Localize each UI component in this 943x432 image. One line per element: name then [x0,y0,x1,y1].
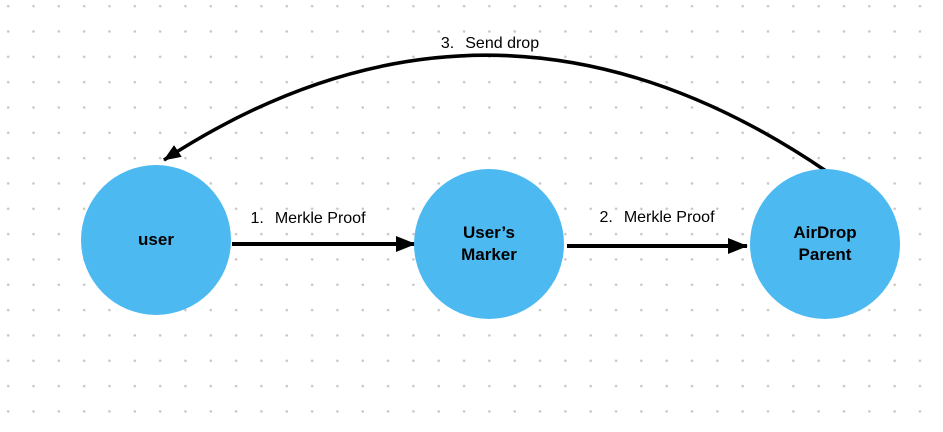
node-user-label: user [138,229,174,249]
node-users-marker[interactable]: User’s Marker [414,169,564,319]
edge-label-merkle-proof-1[interactable]: 1. Merkle Proof [250,210,365,228]
edge-label-text: Merkle Proof [623,209,715,226]
node-user[interactable]: user [81,165,231,315]
edge-label-text: Merkle Proof [274,210,366,227]
edge-label-merkle-proof-2[interactable]: 2. Merkle Proof [599,209,714,227]
edge-label-text: Send drop [465,35,540,52]
node-airdrop-parent[interactable]: AirDrop Parent [750,169,900,319]
edge-number: 2. [599,209,613,226]
arrow-send-drop[interactable] [163,53,827,173]
node-airdrop-parent-label: AirDrop Parent [793,222,857,264]
edge-number: 3. [440,35,455,52]
edge-label-send-drop[interactable]: 3. Send drop [441,35,539,53]
node-users-marker-label: User’s Marker [461,222,517,264]
edge-number: 1. [250,210,264,227]
